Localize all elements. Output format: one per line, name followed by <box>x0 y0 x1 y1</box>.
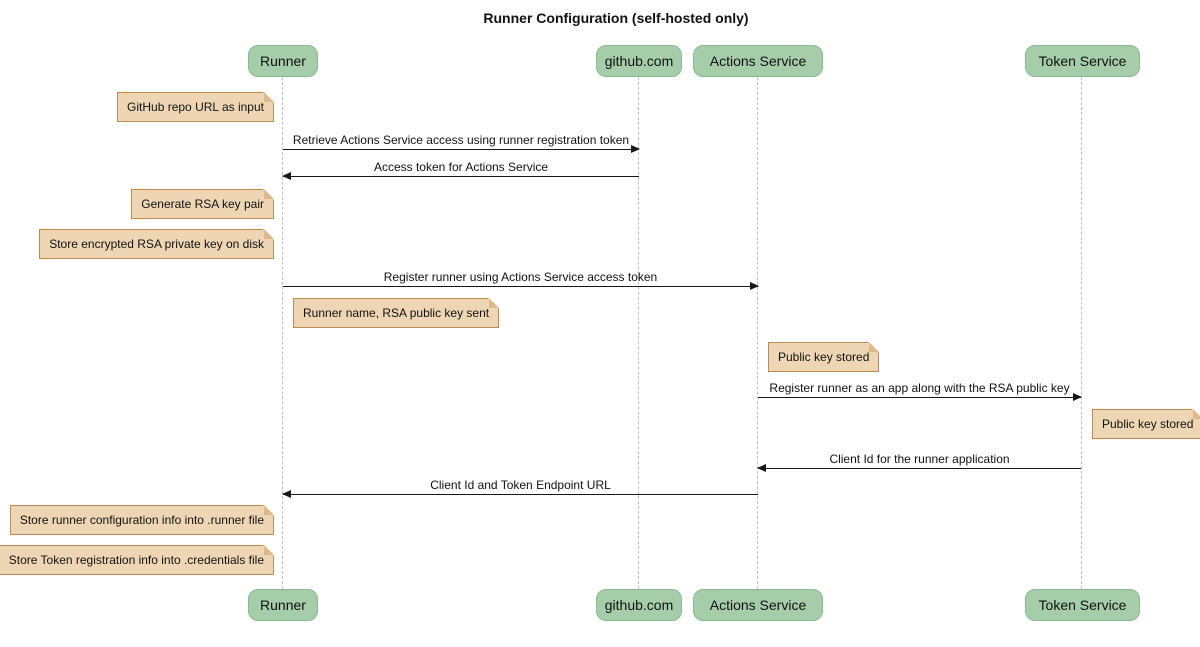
participant-runner-bottom: Runner <box>248 589 318 621</box>
message-line <box>758 393 1082 401</box>
participant-actions-service-top: Actions Service <box>693 45 823 77</box>
note-public-key-stored-token: Public key stored <box>1092 409 1200 439</box>
note-store-private-key: Store encrypted RSA private key on disk <box>39 229 274 259</box>
arrowhead-right-icon <box>631 145 640 153</box>
arrowhead-right-icon <box>1073 393 1082 401</box>
participant-github-top: github.com <box>596 45 682 77</box>
message-retrieve-actions-access: Retrieve Actions Service access using ru… <box>283 133 640 153</box>
message-label: Retrieve Actions Service access using ru… <box>292 133 630 147</box>
note-generate-rsa-key: Generate RSA key pair <box>131 189 274 219</box>
message-line <box>282 172 639 180</box>
note-store-runner-file: Store runner configuration info into .ru… <box>9 505 275 535</box>
message-label: Access token for Actions Service <box>373 160 549 174</box>
message-label: Register runner as an app along with the… <box>769 381 1070 395</box>
participant-github-bottom: github.com <box>596 589 682 621</box>
note-store-credentials-file: Store Token registration info into .cred… <box>0 545 275 575</box>
arrowhead-left-icon <box>282 172 291 180</box>
message-label: Client Id and Token Endpoint URL <box>430 478 611 492</box>
note-public-key-stored-actions: Public key stored <box>768 342 880 372</box>
message-access-token-response: Access token for Actions Service <box>282 160 639 180</box>
note-runner-name-sent: Runner name, RSA public key sent <box>293 298 500 328</box>
lifeline-runner <box>282 77 283 589</box>
message-label: Client Id for the runner application <box>829 452 1010 466</box>
participant-runner-top: Runner <box>248 45 318 77</box>
message-line <box>283 145 640 153</box>
note-github-repo-url: GitHub repo URL as input <box>117 92 274 122</box>
lifeline-github <box>638 77 639 589</box>
message-register-runner-app: Register runner as an app along with the… <box>758 381 1082 401</box>
message-label: Register runner using Actions Service ac… <box>383 270 658 284</box>
message-line <box>283 282 759 290</box>
message-register-runner: Register runner using Actions Service ac… <box>283 270 759 290</box>
message-client-id-endpoint: Client Id and Token Endpoint URL <box>282 478 758 498</box>
arrowhead-left-icon <box>757 464 766 472</box>
arrowhead-left-icon <box>282 490 291 498</box>
message-line <box>282 490 758 498</box>
arrowhead-right-icon <box>750 282 759 290</box>
diagram-title: Runner Configuration (self-hosted only) <box>483 10 749 26</box>
participant-token-service-top: Token Service <box>1025 45 1140 77</box>
message-line <box>757 464 1081 472</box>
lifeline-actions-service <box>757 77 758 589</box>
message-client-id-response: Client Id for the runner application <box>757 452 1081 472</box>
participant-token-service-bottom: Token Service <box>1025 589 1140 621</box>
participant-actions-service-bottom: Actions Service <box>693 589 823 621</box>
lifeline-token-service <box>1081 77 1082 589</box>
